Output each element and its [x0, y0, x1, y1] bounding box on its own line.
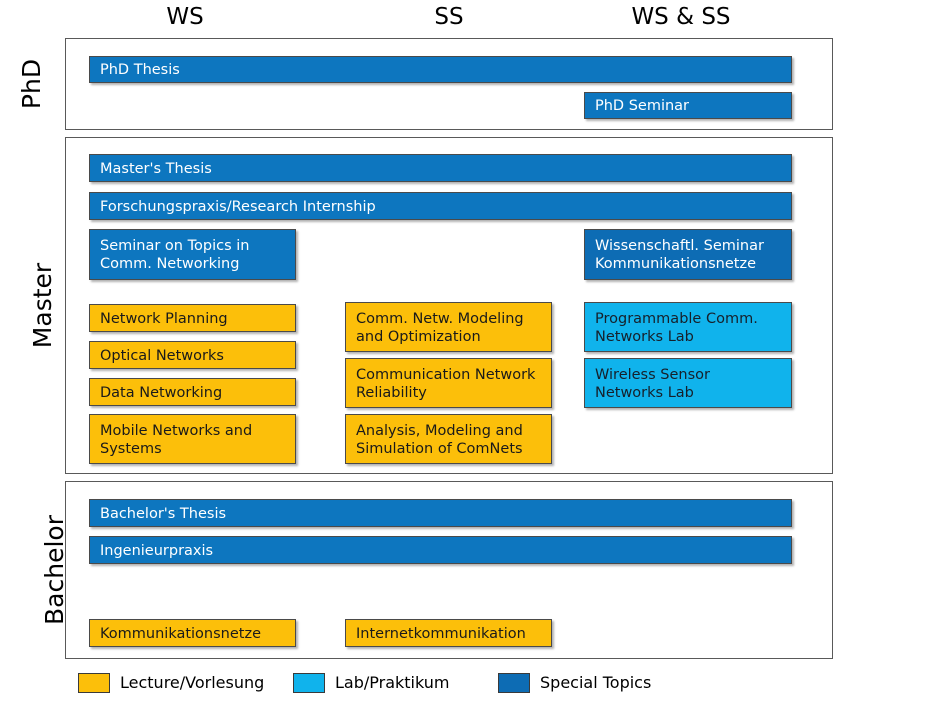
course-label: Comm. Netw. Modeling and Optimization	[356, 310, 524, 345]
course-label: Communication Network Reliability	[356, 366, 536, 401]
course-label: Mobile Networks and Systems	[100, 422, 253, 457]
course-box-communication-network-reliability[interactable]: Communication Network Reliability	[345, 358, 552, 408]
course-box-wireless-sensor-networks-lab[interactable]: Wireless Sensor Networks Lab	[584, 358, 792, 408]
course-box-mobile-networks-and-systems[interactable]: Mobile Networks and Systems	[89, 414, 296, 464]
course-label: Wissenschaftl. Seminar Kommunikationsnet…	[595, 238, 764, 272]
course-box-optical-networks[interactable]: Optical Networks	[89, 341, 296, 369]
legend-swatch-lab-icon	[293, 673, 325, 693]
course-box-bachelors-thesis[interactable]: Bachelor's Thesis	[89, 499, 792, 527]
legend: Lecture/Vorlesung Lab/Praktikum Special …	[65, 670, 833, 700]
legend-item-special-topics: Special Topics	[498, 670, 651, 696]
course-label: Optical Networks	[100, 347, 224, 364]
column-header-ws-and-ss: WS & SS	[631, 4, 731, 30]
course-box-phd-seminar[interactable]: PhD Seminar	[584, 92, 792, 119]
legend-label-lecture: Lecture/Vorlesung	[120, 673, 265, 692]
course-label: Data Networking	[100, 384, 223, 401]
course-label: Seminar on Topics in Comm. Networking	[100, 238, 250, 272]
course-label: PhD Seminar	[595, 98, 690, 114]
course-label: Programmable Comm. Networks Lab	[595, 310, 758, 345]
course-label: Wireless Sensor Networks Lab	[595, 366, 710, 401]
legend-item-lab: Lab/Praktikum	[293, 670, 450, 696]
legend-swatch-special-topics-icon	[498, 673, 530, 693]
course-box-ingenieurpraxis[interactable]: Ingenieurpraxis	[89, 536, 792, 564]
course-label: Kommunikationsnetze	[100, 625, 262, 642]
course-box-kommunikationsnetze[interactable]: Kommunikationsnetze	[89, 619, 296, 647]
column-header-ws: WS	[166, 4, 204, 30]
course-label: Ingenieurpraxis	[100, 542, 214, 559]
course-label: Bachelor's Thesis	[100, 505, 227, 522]
course-box-programmable-comm-networks-lab[interactable]: Programmable Comm. Networks Lab	[584, 302, 792, 352]
course-box-forschungspraxis[interactable]: Forschungspraxis/Research Internship	[89, 192, 792, 220]
legend-swatch-lecture-icon	[78, 673, 110, 693]
course-box-analysis-modeling-simulation-comnets[interactable]: Analysis, Modeling and Simulation of Com…	[345, 414, 552, 464]
course-box-internetkommunikation[interactable]: Internetkommunikation	[345, 619, 552, 647]
course-box-phd-thesis[interactable]: PhD Thesis	[89, 56, 792, 83]
course-label: Analysis, Modeling and Simulation of Com…	[356, 422, 523, 457]
course-label: Master's Thesis	[100, 160, 212, 177]
course-label: Internetkommunikation	[356, 625, 526, 642]
legend-label-special-topics: Special Topics	[540, 673, 652, 692]
legend-label-lab: Lab/Praktikum	[335, 673, 450, 692]
course-box-seminar-topics-comm-networking[interactable]: Seminar on Topics in Comm. Networking	[89, 229, 296, 280]
course-box-masters-thesis[interactable]: Master's Thesis	[89, 154, 792, 182]
column-header-ss: SS	[434, 4, 464, 30]
level-label-master: Master	[0, 137, 64, 474]
legend-item-lecture: Lecture/Vorlesung	[78, 670, 264, 696]
level-label-bachelor: Bachelor	[0, 481, 69, 659]
course-label: Forschungspraxis/Research Internship	[100, 198, 376, 215]
level-label-phd: PhD	[0, 38, 64, 130]
course-box-data-networking[interactable]: Data Networking	[89, 378, 296, 406]
course-label: PhD Thesis	[100, 62, 180, 78]
course-label: Network Planning	[100, 310, 228, 327]
course-box-comm-netw-modeling-and-optimization[interactable]: Comm. Netw. Modeling and Optimization	[345, 302, 552, 352]
course-box-network-planning[interactable]: Network Planning	[89, 304, 296, 332]
course-box-wissenschaftl-seminar-kommunikationsnetze[interactable]: Wissenschaftl. Seminar Kommunikationsnet…	[584, 229, 792, 280]
